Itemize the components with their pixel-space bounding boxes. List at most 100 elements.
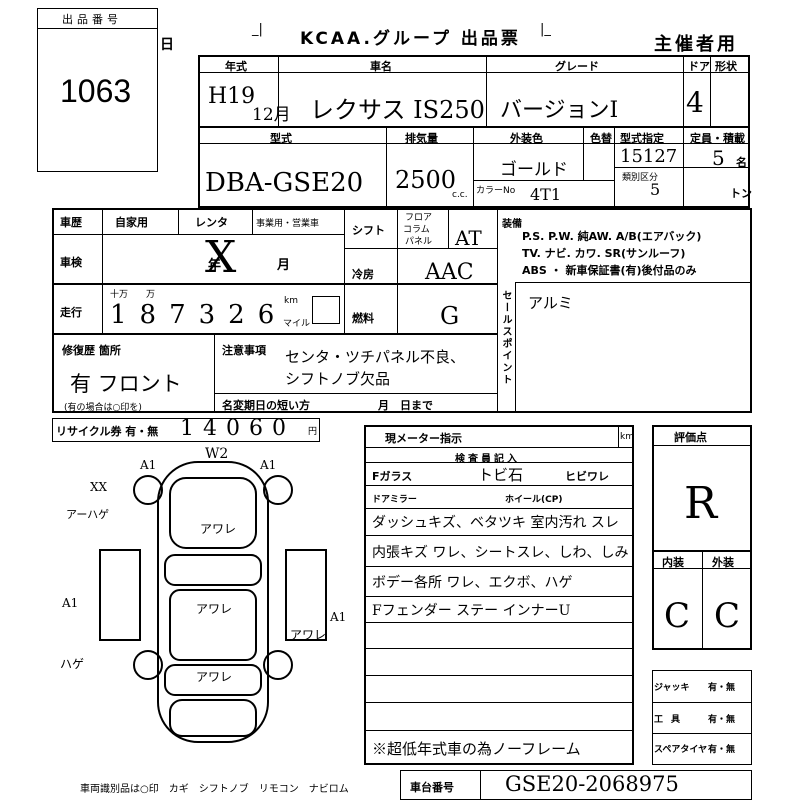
grade-value: バージョンI bbox=[500, 98, 619, 123]
recycle-label: リサイクル券 有・無 bbox=[56, 425, 159, 438]
ext-color-value: ゴールド bbox=[500, 160, 568, 180]
equipment-extra: アルミ bbox=[528, 294, 573, 312]
interior-score: C bbox=[664, 596, 691, 636]
ext-color-label: 外装色 bbox=[510, 132, 543, 145]
day-label: 日 bbox=[160, 37, 174, 53]
doors-value: 4 bbox=[686, 86, 704, 119]
displacement-label: 排気量 bbox=[405, 132, 438, 145]
column-label: コラム bbox=[403, 225, 430, 235]
category-value: 5 bbox=[650, 180, 661, 199]
panel-label: パネル bbox=[405, 237, 433, 247]
year-unit: 年 bbox=[208, 258, 222, 273]
diagram-mark-awa-2: アワレ bbox=[196, 602, 233, 616]
business-label: 事業用・営業車 bbox=[256, 219, 320, 229]
month-day-label: 月 日まで bbox=[378, 399, 433, 412]
wheel-label: ホイール(CP) bbox=[505, 495, 563, 505]
spare-value: 有・無 bbox=[708, 745, 736, 755]
fuel-value: G bbox=[440, 302, 460, 330]
rental-label: レンタ bbox=[195, 216, 228, 229]
chassis-value: GSE20-2068975 bbox=[505, 772, 679, 796]
exterior-label: 外装 bbox=[712, 556, 734, 569]
inspector-line4: Fフェンダー ステー インナーU bbox=[372, 603, 571, 619]
name-change-label: 名変期日の短い方 bbox=[222, 399, 310, 412]
equipment-label: 装備 bbox=[502, 219, 522, 230]
thousand-label: 十万 bbox=[110, 290, 129, 300]
color-code-value: 4T1 bbox=[530, 185, 562, 204]
history-label: 車歴 bbox=[60, 216, 82, 229]
own-use-label: 自家用 bbox=[115, 216, 148, 229]
km-label: km bbox=[284, 296, 298, 306]
eval-label: 評価点 bbox=[674, 431, 707, 444]
inspector-line3: ボデー各所 ワレ、エクボ、ハゲ bbox=[372, 575, 573, 591]
repair-value: 有 フロント bbox=[70, 372, 182, 396]
vehicle-condition-table bbox=[52, 208, 752, 413]
equipment-line3: ABS ・ 新車保証書(有)後付品のみ bbox=[522, 264, 697, 277]
door-mirror-label: ドアミラー bbox=[372, 495, 417, 505]
shift-value: AT bbox=[455, 226, 482, 250]
mile-label: マイル bbox=[283, 319, 311, 329]
f-glass-value: トビ石 bbox=[478, 466, 524, 484]
recycle-amount: 14060 bbox=[180, 416, 295, 441]
capacity-value: 5 bbox=[712, 146, 725, 170]
mileage-label: 走行 bbox=[60, 306, 82, 319]
notes-line1: センタ・ツチパネル不良、 bbox=[285, 348, 466, 366]
notes-line2: シフトノブ欠品 bbox=[285, 370, 391, 388]
inspector-label: 検査員記入 bbox=[455, 454, 520, 465]
model-spec-label: 型式指定 bbox=[620, 132, 664, 145]
diagram-mark-ahage: アーハゲ bbox=[66, 508, 110, 521]
capacity-unit: 名 bbox=[736, 156, 747, 169]
diagram-mark-awa-3: アワレ bbox=[196, 670, 233, 684]
f-glass-label: Fガラス bbox=[372, 470, 413, 483]
car-name-value: レクサス IS250 bbox=[310, 96, 485, 124]
ac-value: AAC bbox=[425, 260, 474, 285]
grade-label: グレード bbox=[555, 60, 599, 73]
diagram-mark-a1-sl: A1 bbox=[62, 596, 79, 610]
lot-number-box bbox=[37, 8, 158, 172]
jack-label: ジャッキ bbox=[654, 683, 690, 693]
color-no-label: 色替 bbox=[590, 132, 612, 145]
diagram-mark-a1-left: A1 bbox=[140, 458, 157, 472]
lot-number-label: 出品番号 bbox=[62, 13, 122, 26]
diagram-mark-a1-sr: A1 bbox=[330, 610, 347, 624]
eval-score: R bbox=[684, 478, 718, 529]
model-label: 型式 bbox=[270, 132, 292, 145]
diagram-mark-xx: XX bbox=[90, 480, 108, 494]
mileage-value: 187326 bbox=[110, 300, 288, 330]
recycle-box bbox=[52, 418, 320, 442]
form-title: KCAA.グループ 出品票 bbox=[300, 29, 521, 49]
accessories-box bbox=[652, 670, 752, 765]
repair-note: (有の場合は○印を) bbox=[64, 403, 142, 413]
year-label: 年式 bbox=[225, 60, 247, 73]
inspector-line1: ダッシュキズ、ベタツキ 室内汚れ スレ bbox=[372, 515, 619, 531]
year-value: H19 bbox=[208, 84, 256, 109]
meter-unit: km bbox=[620, 432, 634, 442]
bottom-note: ※超低年式車の為ノーフレーム bbox=[372, 740, 581, 758]
footer-text: 車両識別品は○印 カギ シフトノブ リモコン ナビロム bbox=[80, 784, 349, 795]
inspector-table bbox=[364, 425, 634, 765]
chassis-label: 車台番号 bbox=[410, 781, 454, 794]
cc-unit: c.c. bbox=[452, 190, 468, 200]
shift-label: シフト bbox=[352, 224, 385, 237]
car-name-label: 車名 bbox=[370, 60, 392, 73]
tools-value: 有・無 bbox=[708, 715, 736, 725]
vehicle-info-table bbox=[198, 55, 750, 208]
recycle-unit: 円 bbox=[308, 427, 318, 437]
tools-label: 工具 bbox=[654, 715, 689, 725]
meter-label: 現メーター指示 bbox=[385, 432, 462, 445]
diagram-mark-w2: W2 bbox=[205, 446, 229, 462]
fuel-label: 燃料 bbox=[352, 312, 374, 325]
diagram-mark-awa-4: アワレ bbox=[290, 628, 327, 642]
inspector-line2: 内張キズ ワレ、シートスレ、しわ、しみ bbox=[372, 545, 629, 561]
corner-mark: _| bbox=[252, 22, 263, 37]
sponsor-label: 主催者用 bbox=[654, 34, 738, 55]
diagram-mark-awa-1: アワレ bbox=[200, 522, 237, 536]
lot-number: 1063 bbox=[60, 73, 132, 109]
model-spec-value: 15127 bbox=[620, 146, 678, 167]
notes-label: 注意事項 bbox=[222, 344, 266, 357]
floor-label: フロア bbox=[405, 213, 433, 223]
corner-mark-right: |_ bbox=[540, 22, 551, 37]
exterior-score: C bbox=[714, 596, 741, 636]
repair-label: 修復歴 箇所 bbox=[62, 344, 121, 357]
category-label: 類別区分 bbox=[622, 173, 659, 183]
shape-label: 形状 bbox=[715, 60, 737, 73]
